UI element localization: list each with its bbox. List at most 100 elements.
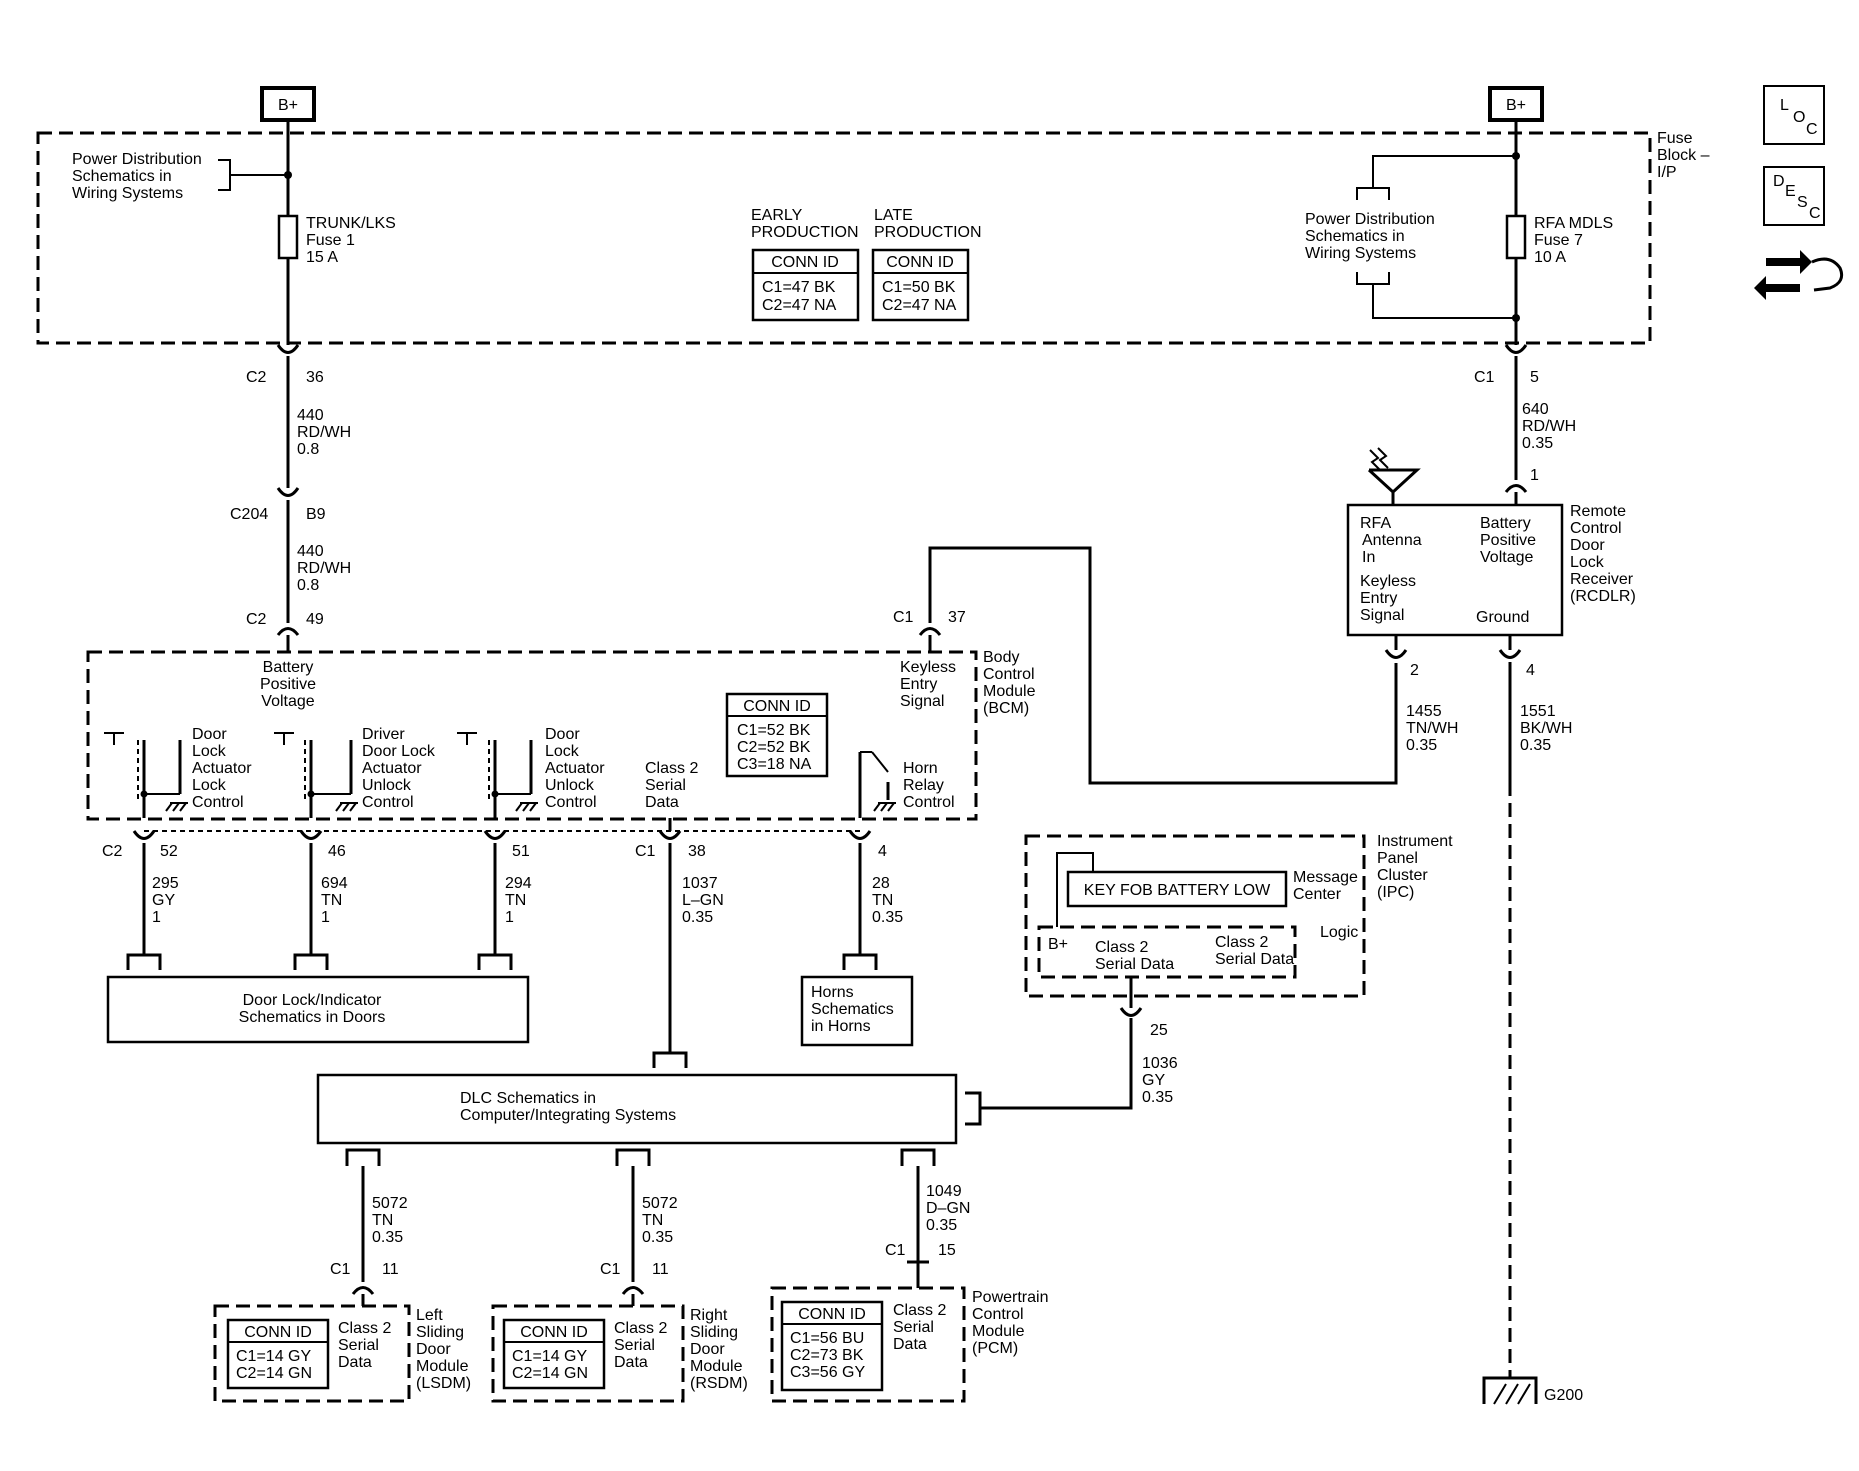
svg-text:O: O bbox=[1793, 109, 1805, 126]
svg-text:11: 11 bbox=[382, 1261, 399, 1278]
svg-text:Schematics in: Schematics in bbox=[72, 168, 172, 185]
horn-relay-switch bbox=[858, 751, 896, 818]
loc-icon[interactable]: L O C bbox=[1763, 85, 1825, 145]
svg-text:C: C bbox=[1809, 205, 1821, 222]
svg-text:(PCM): (PCM) bbox=[972, 1340, 1018, 1357]
svg-text:Positive: Positive bbox=[1480, 532, 1536, 549]
svg-text:Door Lock: Door Lock bbox=[362, 743, 436, 760]
svg-text:Door: Door bbox=[1570, 537, 1605, 554]
svg-text:Signal: Signal bbox=[900, 693, 944, 710]
rsdm-class2-label: Class 2 Serial Data bbox=[614, 1320, 667, 1371]
svg-text:Data: Data bbox=[893, 1336, 927, 1353]
svg-text:1049: 1049 bbox=[926, 1183, 962, 1200]
svg-text:1551: 1551 bbox=[1520, 703, 1556, 720]
svg-text:D–GN: D–GN bbox=[926, 1200, 970, 1217]
svg-text:L: L bbox=[1780, 97, 1789, 114]
svg-text:C2=14 GN: C2=14 GN bbox=[512, 1365, 588, 1382]
bcm-keyless-label: Keyless Entry Signal bbox=[900, 659, 956, 710]
svg-text:Power Distribution: Power Distribution bbox=[1305, 211, 1435, 228]
svg-text:28: 28 bbox=[872, 875, 890, 892]
bcm-driver-unlock-label: Driver Door Lock Actuator Unlock Control bbox=[362, 726, 436, 811]
door-lock-schematics-block[interactable]: Door Lock/Indicator Schematics in Doors bbox=[106, 975, 530, 1044]
svg-text:DLC Schematics in: DLC Schematics in bbox=[460, 1090, 596, 1107]
logic-label: Logic bbox=[1320, 924, 1358, 941]
svg-text:Data: Data bbox=[614, 1354, 648, 1371]
svg-text:C1: C1 bbox=[330, 1261, 351, 1278]
svg-text:Message: Message bbox=[1293, 869, 1358, 886]
svg-text:1: 1 bbox=[1530, 467, 1539, 484]
wire-295-label: 295 GY 1 bbox=[152, 875, 179, 926]
ipc-label: Instrument Panel Cluster (IPC) bbox=[1377, 833, 1453, 901]
svg-text:In: In bbox=[1362, 549, 1375, 566]
svg-text:Module: Module bbox=[690, 1358, 743, 1375]
svg-text:B+: B+ bbox=[278, 97, 298, 114]
pcm-class2-label: Class 2 Serial Data bbox=[893, 1302, 946, 1353]
bcm-conn-id: CONN ID C1=52 BK C2=52 BK C3=18 NA bbox=[725, 692, 829, 778]
connector-rsdm-c1-11 bbox=[621, 1286, 645, 1295]
svg-text:TN: TN bbox=[642, 1212, 663, 1229]
ipc-class2-b-label: Class 2 Serial Data bbox=[1215, 934, 1294, 968]
connector-c1-4 bbox=[848, 830, 872, 840]
svg-text:C1=14 GY: C1=14 GY bbox=[512, 1348, 587, 1365]
connector-tool-icon[interactable] bbox=[1754, 250, 1844, 300]
ipc-outline bbox=[1024, 834, 1366, 998]
svg-text:0.35: 0.35 bbox=[1406, 737, 1437, 754]
fuse-1 bbox=[277, 214, 299, 260]
connector-lsdm-c1-11 bbox=[351, 1286, 375, 1295]
desc-icon[interactable]: D E S C bbox=[1763, 166, 1825, 226]
svg-text:Positive: Positive bbox=[260, 676, 316, 693]
lock-driver-2 bbox=[274, 732, 358, 818]
svg-text:440: 440 bbox=[297, 407, 324, 424]
svg-text:C1: C1 bbox=[893, 609, 914, 626]
svg-text:CONN ID: CONN ID bbox=[244, 1324, 312, 1341]
svg-text:Entry: Entry bbox=[1360, 590, 1397, 607]
svg-text:Actuator: Actuator bbox=[192, 760, 252, 777]
wire-5072-a-label: 5072 TN 0.35 bbox=[372, 1195, 408, 1246]
connector-c2-36 bbox=[276, 344, 300, 354]
svg-text:Module: Module bbox=[972, 1323, 1025, 1340]
svg-text:RFA MDLS: RFA MDLS bbox=[1534, 215, 1613, 232]
svg-text:C1=14 GY: C1=14 GY bbox=[236, 1348, 311, 1365]
svg-text:694: 694 bbox=[321, 875, 348, 892]
svg-text:295: 295 bbox=[152, 875, 179, 892]
svg-text:Module: Module bbox=[416, 1358, 469, 1375]
wire-1037-label: 1037 L–GN 0.35 bbox=[682, 875, 724, 926]
rcdlr-box bbox=[1346, 503, 1564, 637]
lock-driver-1 bbox=[104, 732, 188, 818]
svg-text:4: 4 bbox=[878, 843, 887, 860]
dlc-schematics-block[interactable]: DLC Schematics in Computer/Integrating S… bbox=[316, 1073, 958, 1145]
svg-text:0.35: 0.35 bbox=[1142, 1089, 1173, 1106]
connector-c204-b9 bbox=[276, 487, 300, 497]
svg-text:Door: Door bbox=[416, 1341, 451, 1358]
ground-g200-icon bbox=[1482, 1376, 1538, 1405]
svg-text:10 A: 10 A bbox=[1534, 249, 1566, 266]
svg-text:440: 440 bbox=[297, 543, 324, 560]
svg-text:Control: Control bbox=[1570, 520, 1622, 537]
rsdm-label: Right Sliding Door Module (RSDM) bbox=[690, 1307, 748, 1392]
svg-text:Control: Control bbox=[545, 794, 597, 811]
svg-text:Unlock: Unlock bbox=[362, 777, 412, 794]
svg-text:S: S bbox=[1797, 194, 1808, 211]
svg-text:Class 2: Class 2 bbox=[338, 1320, 391, 1337]
lsdm-label: Left Sliding Door Module (LSDM) bbox=[416, 1307, 471, 1392]
svg-text:Class 2: Class 2 bbox=[645, 760, 698, 777]
svg-text:0.35: 0.35 bbox=[642, 1229, 673, 1246]
wire-294-label: 294 TN 1 bbox=[505, 875, 532, 926]
svg-text:BK/WH: BK/WH bbox=[1520, 720, 1572, 737]
svg-text:C1=47 BK: C1=47 BK bbox=[762, 279, 836, 296]
svg-text:C2=73 BK: C2=73 BK bbox=[790, 1347, 864, 1364]
svg-text:C2: C2 bbox=[246, 369, 267, 386]
svg-text:EARLY: EARLY bbox=[751, 207, 803, 224]
svg-text:CONN ID: CONN ID bbox=[771, 254, 839, 271]
horns-schematics-block[interactable]: Horns Schematics in Horns bbox=[800, 975, 914, 1047]
svg-text:640: 640 bbox=[1522, 401, 1549, 418]
svg-text:Door: Door bbox=[545, 726, 580, 743]
svg-text:Remote: Remote bbox=[1570, 503, 1626, 520]
svg-text:B+: B+ bbox=[1506, 97, 1526, 114]
svg-text:Control: Control bbox=[983, 666, 1035, 683]
antenna-icon bbox=[1367, 447, 1421, 505]
connector-25 bbox=[1119, 1007, 1143, 1017]
svg-text:Lock: Lock bbox=[192, 743, 227, 760]
ipc-class2-a-label: Class 2 Serial Data bbox=[1095, 939, 1174, 973]
